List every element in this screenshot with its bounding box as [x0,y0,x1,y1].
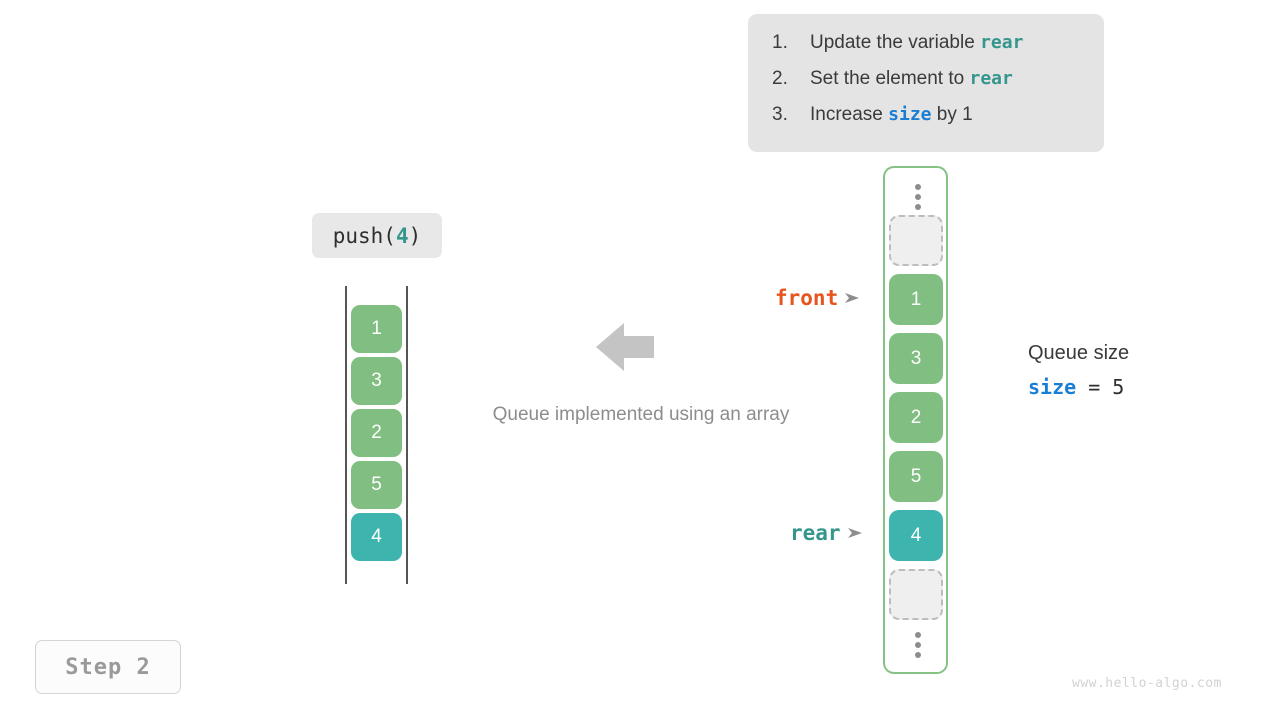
code-token-rear: rear [980,32,1024,53]
instruction-item-2: 2. Set the element to rear [748,68,1104,104]
instruction-number-2: 2. [772,68,788,89]
array-rail-left [345,286,347,584]
instruction-text-3: Increase size by 1 [810,104,973,125]
queue-size-expression: size = 5 [1028,375,1228,399]
vertical-ellipsis-icon [885,184,950,210]
queue-slot-empty [889,569,943,620]
queue-slot: 2 [889,392,943,443]
step-badge: Step 2 [35,640,181,694]
instruction-panel: 1. Update the variable rear 2. Set the e… [748,14,1104,152]
queue-slot: 3 [889,333,943,384]
queue-slot-empty [889,215,943,266]
rear-pointer: rear [790,521,866,545]
left-array: 1 3 2 5 4 [345,286,408,584]
array-rail-right [406,286,408,584]
flow-arrow-icon [596,322,654,372]
instruction-number-1: 1. [772,32,788,53]
instruction-item-3: 3. Increase size by 1 [748,104,1104,140]
queue-slot-new: 4 [889,510,943,561]
array-cell: 3 [351,357,402,405]
code-token-rear: rear [969,68,1013,89]
queue-slot: 1 [889,274,943,325]
array-cell: 5 [351,461,402,509]
queue-cells: 1 3 2 5 4 [889,215,943,628]
pointer-arrow-icon [847,521,866,545]
array-cells: 1 3 2 5 4 [351,305,402,565]
operation-name: push( [332,223,396,248]
code-token-size: size [888,104,932,125]
array-cell: 1 [351,305,402,353]
vertical-ellipsis-icon [885,632,950,658]
array-cell-new: 4 [351,513,402,561]
instruction-text-1: Update the variable rear [810,32,1024,53]
size-value: 5 [1112,375,1125,399]
front-pointer: front [775,286,863,310]
queue-container: 1 3 2 5 4 [883,166,948,674]
array-cell: 2 [351,409,402,457]
pointer-arrow-icon [845,286,863,310]
queue-slot: 5 [889,451,943,502]
instruction-number-3: 3. [772,104,788,125]
operation-close-paren: ) [408,223,422,248]
front-pointer-label: front [775,286,839,310]
watermark: www.hello-algo.com [1072,676,1222,691]
queue-size-title: Queue size [1028,342,1130,364]
size-variable-name: size [1028,375,1077,399]
rear-pointer-label: rear [790,521,841,545]
operation-argument: 4 [395,223,409,248]
operation-label: push(4) [312,213,442,258]
size-equals: = [1076,375,1113,399]
queue-size-info: Queue size size = 5 [1028,342,1228,399]
instruction-text-2: Set the element to rear [810,68,1013,89]
caption: Queue implemented using an array [492,404,790,425]
instruction-item-1: 1. Update the variable rear [748,32,1104,68]
